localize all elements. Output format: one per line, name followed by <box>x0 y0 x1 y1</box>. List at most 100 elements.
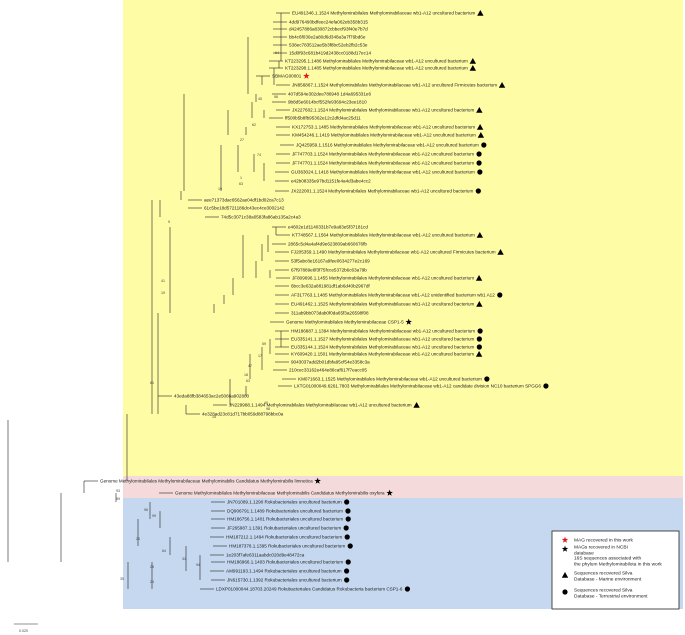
bootstrap-value: 1 <box>240 176 242 180</box>
bootstrap-value: 64 <box>275 51 279 55</box>
bootstrap-value: 96 <box>144 508 148 512</box>
tip-label: HM186966.1.1403 Rokubacteriales uncultur… <box>227 560 343 565</box>
star-icon <box>561 536 569 543</box>
circle-icon <box>497 292 503 298</box>
tip-label: 2865c5d4a4af4d9e623809ab660676fb <box>288 242 367 247</box>
bootstrap-value: 31 <box>182 557 186 561</box>
tip-label: ff500b5b8fb95362e12c2dfd4ac25d11 <box>285 116 361 121</box>
circle-icon <box>484 376 490 382</box>
circle-icon <box>481 142 487 148</box>
triangle-icon <box>475 351 483 357</box>
tip-label: KM071663.1.1525 Methylomirabilales Methy… <box>298 377 482 382</box>
bootstrap-value: 93 <box>116 489 120 493</box>
tip-label: Genome Methylomirabilales Methylomirabil… <box>175 491 385 496</box>
bootstrap-value: 63 <box>246 379 250 383</box>
triangle-icon <box>469 65 477 71</box>
circle-icon <box>345 508 351 514</box>
bootstrap-value: 41 <box>161 279 165 283</box>
triangle-icon <box>477 10 484 16</box>
tip-label: JF747701.1.1524 Methylomirabilales Methy… <box>292 161 474 166</box>
tip-label: AM991193.1.1494 Rokubacteriales uncultur… <box>226 569 342 574</box>
triangle-icon <box>477 132 485 138</box>
circle-icon <box>476 336 482 342</box>
bootstrap-value: 24 <box>150 580 154 584</box>
tip-label: HM187212.1.1494 Rokubacteriales uncultur… <box>226 535 342 540</box>
tip-label: 407d594e302dee786948 1d4a695331e6 <box>288 92 371 97</box>
circle-icon <box>344 534 350 540</box>
bootstrap-values: 6498456227741631994119815917471863409815… <box>116 51 279 584</box>
tip-label: 6bcc3e632a881981df1ab6d40b2967df <box>291 284 370 289</box>
tip-label: e4602e1d1140331b7e9a83e5f37181cd <box>288 225 368 230</box>
tip-label: 311ab9bb073dab0f0da65f3a26598f08 <box>291 311 369 316</box>
star-icon <box>405 318 412 325</box>
tip-label: 1e203f7afe6311aabdc020d9e48472ca <box>226 553 305 558</box>
bootstrap-value: 89 <box>116 497 120 501</box>
bootstrap-value: 59 <box>262 342 266 346</box>
tip-label: DQ906791.1.1489 Rokubacteriales uncultur… <box>227 509 343 514</box>
bootstrap-value: 64 <box>162 549 166 553</box>
circle-icon <box>476 344 482 350</box>
tip-label: JN701089.1.1290 Rokubacteriales uncultur… <box>227 500 342 505</box>
tip-label: HM186756.1.1401 Rokubacteriales uncultur… <box>227 517 343 522</box>
bootstrap-value: 19 <box>161 291 165 295</box>
star-icon <box>314 477 321 484</box>
circle-icon <box>543 383 549 389</box>
tip-label: Genome Methylomirabilales Methylomirabil… <box>100 479 313 484</box>
tip-label: aee71373dac6562ae04df1bd02ca7c13 <box>204 198 284 203</box>
star-icon <box>303 72 310 79</box>
triangle-icon <box>476 232 484 238</box>
bootstrap-value: 26 <box>136 537 140 541</box>
circle-icon <box>476 151 482 157</box>
bootstrap-value: 81 <box>150 381 154 385</box>
tip-label: 4e328ad23c81d717bb059d88798bbc0a <box>202 412 284 417</box>
tip-label: JQ425959.1.1516 Methylomirabilales Methy… <box>296 143 479 148</box>
bootstrap-value: 40 <box>264 401 268 405</box>
tip-label: HM187376.1.1395 Rokubacteriales uncultur… <box>229 544 345 549</box>
bootstrap-value: 63 <box>239 182 243 186</box>
tip-label: FJ205359.1.1490 Methylomirabilales Methy… <box>291 250 496 255</box>
triangle-icon <box>561 572 569 578</box>
tip-label: JF809696.1.1455 Methylomirabilales Methy… <box>292 276 474 281</box>
tip-label: 9043037add2b01dbfa95cf54e3358c3a <box>291 360 370 365</box>
tip-label: KT748567.1.1564 Methylomirabilales Methy… <box>292 233 475 238</box>
tree-branches <box>7 12 296 590</box>
tip-labels: EU491346.1.1524 Methylomirabilales Methy… <box>100 11 541 592</box>
circle-icon <box>345 559 351 565</box>
bootstrap-value: 19 <box>218 187 222 191</box>
star-icon <box>561 545 569 552</box>
tip-label: JX222001.1.1524 Methylomirabilales Methy… <box>291 189 473 194</box>
tip-label: JF747703.1.1524 Methylomirabilales Methy… <box>292 152 474 157</box>
tip-label: EU491462.1.1525 Methylomirabilales Methy… <box>291 302 475 307</box>
bootstrap-value: 17 <box>258 354 262 358</box>
circle-icon <box>404 586 411 592</box>
tip-label: EU491346.1.1524 Methylomirabilales Methy… <box>292 11 476 16</box>
tip-label: 53f5abc8e16167a9fee0634277e2c169 <box>291 259 370 264</box>
tip-label: 61c5be18d5721186dc43ec4ce3002142 <box>204 206 285 211</box>
triangle-icon <box>469 58 477 64</box>
tip-markers <box>303 10 549 592</box>
tip-label: EU335141.1.1527 Methylomirabilales Methy… <box>291 337 475 342</box>
tip-label: GU363024.1.1418 Methylomirabilales Methy… <box>291 170 475 175</box>
bootstrap-value: 94 <box>196 563 200 567</box>
bootstrap-value: 35 <box>120 577 124 581</box>
scale-bar: 0.020 <box>14 623 38 633</box>
tip-label: 15d0f93c681b419d2438cc0188d17ec14 <box>289 51 371 56</box>
triangle-icon <box>476 124 484 130</box>
legend-box <box>551 530 680 610</box>
circle-icon <box>344 499 350 505</box>
tip-label: JN856867.1.1524 Methylomirabilales Methy… <box>292 83 497 88</box>
bootstrap-value: 98 <box>266 407 270 411</box>
triangle-icon <box>476 107 483 113</box>
bootstrap-value: 9 <box>168 220 170 224</box>
circle-icon <box>477 328 483 334</box>
circle-icon <box>477 169 483 175</box>
tip-label: KX172753.1.1485 Methylomirabilales Methy… <box>292 125 475 130</box>
tip-label: 4dd976490bdfeec24efa062eb358b315 <box>289 20 368 25</box>
tip-label: 9b8d5e6014bcf552fe93694c23ee1810 <box>288 100 367 105</box>
tip-label: HM186887.1.1394 Methylomirabilales Methy… <box>291 329 475 334</box>
tip-label: d42457886a830872cbbecf93f40e7b7d <box>289 27 368 32</box>
tip-label: LXTG01000049.6261.7803 Methylomirabilale… <box>294 384 541 389</box>
